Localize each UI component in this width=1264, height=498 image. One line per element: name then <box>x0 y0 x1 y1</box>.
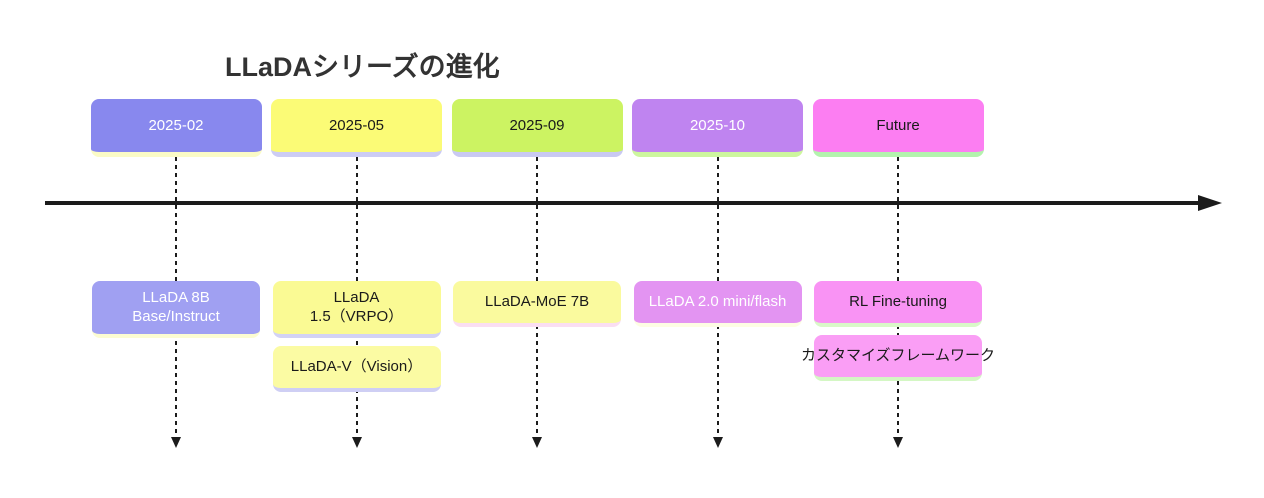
period-box: Future <box>812 99 984 157</box>
event-box: LLaDA-MoE 7B <box>453 281 621 327</box>
event-box: LLaDA 2.0 mini/flash <box>633 281 802 327</box>
period-box: 2025-02 <box>90 99 262 157</box>
event-label: LLaDA-V（Vision） <box>290 357 423 375</box>
event-label: Base/Instruct <box>132 307 220 325</box>
event-label: LLaDA <box>333 288 380 306</box>
period-label: 2025-05 <box>328 117 385 134</box>
timeline-axis <box>45 201 1198 205</box>
axis-arrowhead-icon <box>1198 195 1222 211</box>
event-label: LLaDA-MoE 7B <box>484 292 590 310</box>
connector-arrowhead-icon <box>712 437 723 448</box>
event-label: LLaDA 2.0 mini/flash <box>648 292 787 310</box>
period-label: 2025-09 <box>509 117 565 134</box>
period-label: 2025-10 <box>689 117 746 134</box>
period-box: 2025-10 <box>632 99 803 157</box>
event-box: LLaDA-V（Vision） <box>272 346 441 392</box>
connector-arrowhead-icon <box>171 437 181 448</box>
event-label: LLaDA 8B <box>142 288 210 306</box>
event-label: カスタマイズフレームワーク <box>800 346 996 364</box>
event-box: RL Fine-tuning <box>814 281 982 327</box>
period-box: 2025-09 <box>451 99 623 157</box>
period-label: 2025-02 <box>148 117 204 134</box>
event-label: RL Fine-tuning <box>849 292 947 310</box>
connector-arrowhead-icon <box>351 437 362 448</box>
diagram-title: LLaDAシリーズの進化 <box>225 52 500 82</box>
period-box: 2025-05 <box>271 99 442 157</box>
connector-arrowhead-icon <box>893 437 903 448</box>
connector-arrowhead-icon <box>532 437 542 448</box>
event-label: 1.5（VRPO） <box>309 307 404 325</box>
event-box: カスタマイズフレームワーク <box>801 335 995 381</box>
period-label: Future <box>876 117 920 134</box>
